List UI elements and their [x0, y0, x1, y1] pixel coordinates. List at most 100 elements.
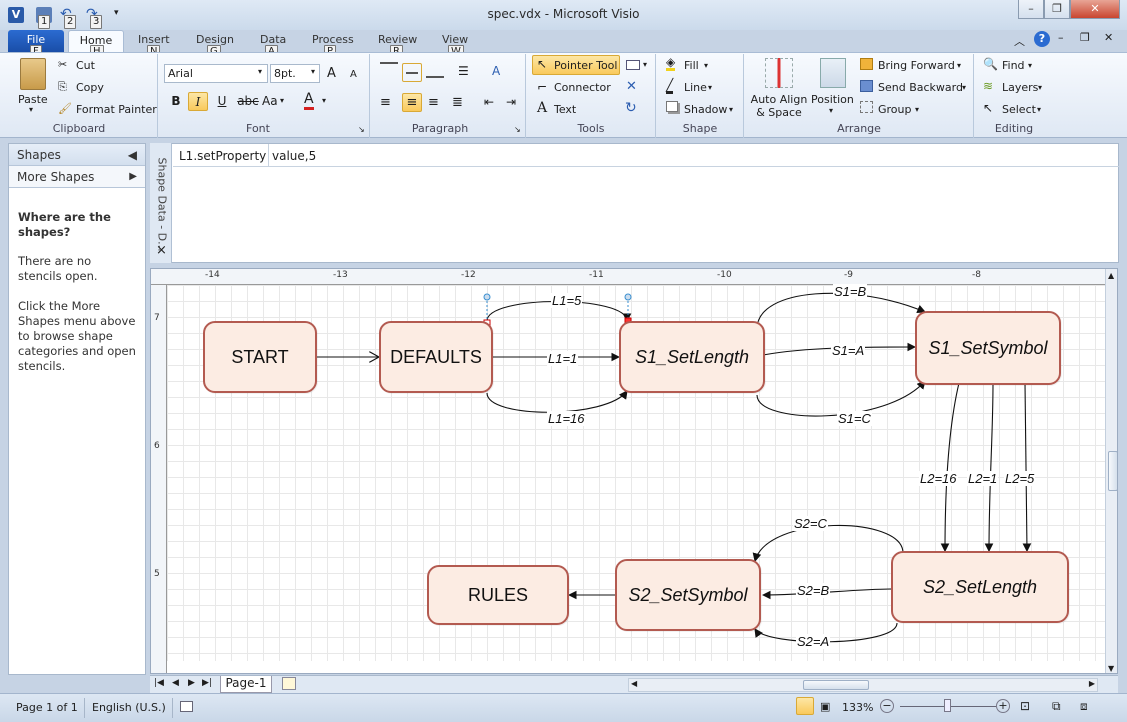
zoom-level[interactable]: 133% [842, 701, 874, 714]
format-painter-button[interactable]: Format Painter [76, 103, 157, 116]
pointer-tool-button[interactable] [532, 55, 620, 75]
doc-restore-icon[interactable]: ❐ [1080, 31, 1090, 44]
font-family-dropdown-icon[interactable]: ▾ [258, 67, 263, 76]
paste-icon[interactable] [20, 58, 46, 90]
fill-dropdown-icon[interactable]: ▾ [704, 61, 709, 70]
edge-label[interactable]: L2=1 [967, 471, 999, 486]
scroll-right-icon[interactable]: ▶ [1088, 679, 1095, 688]
node-defaults[interactable]: DEFAULTS [379, 321, 493, 393]
minimize-button[interactable]: – [1018, 0, 1044, 19]
pan-zoom-icon[interactable]: ⧉ [1052, 699, 1061, 713]
align-top-icon[interactable] [380, 62, 398, 80]
bold-button[interactable]: B [171, 94, 181, 108]
font-family-select[interactable]: Arial [164, 64, 268, 83]
format-painter-icon[interactable]: 🖌 [58, 102, 72, 115]
tab-review[interactable]: Review [378, 33, 418, 46]
bullets-icon[interactable]: ☰ [458, 64, 469, 78]
group-button[interactable]: Group [878, 103, 912, 116]
shape-data-close-icon[interactable]: × [156, 243, 167, 258]
font-dialog-launcher-icon[interactable]: ↘ [358, 125, 365, 134]
more-shapes-menu[interactable]: More Shapes ▶ [9, 166, 145, 188]
line-button[interactable]: Line [684, 81, 707, 94]
align-bottom-icon[interactable] [426, 62, 444, 78]
last-page-icon[interactable]: ▶| [202, 678, 212, 688]
font-size-dropdown-icon[interactable]: ▾ [311, 67, 316, 76]
scroll-up-icon[interactable]: ▲ [1108, 271, 1115, 280]
horizontal-scroll-thumb[interactable] [803, 680, 869, 690]
zoom-in-icon[interactable]: + [996, 699, 1010, 713]
edge-label[interactable]: S1=A [831, 343, 866, 358]
position-dropdown-icon[interactable]: ▾ [829, 106, 834, 115]
scroll-left-icon[interactable]: ◀ [631, 679, 638, 688]
customize-qat-icon[interactable]: ▾ [114, 8, 119, 18]
font-size-select[interactable]: 8pt. [270, 64, 320, 83]
connection-point-icon[interactable]: ✕ [626, 79, 637, 94]
edge-label[interactable]: L2=5 [1004, 471, 1036, 486]
shape-data-name-cell[interactable]: L1.setProperty [173, 144, 269, 167]
edge-label[interactable]: L1=16 [547, 411, 586, 426]
tab-home[interactable]: Home [68, 30, 124, 53]
text-tool-button[interactable]: Text [554, 103, 577, 116]
paste-button[interactable]: Paste [18, 93, 48, 106]
shape-data-tab[interactable]: Shape Data - D... × [150, 143, 172, 263]
send-backward-button[interactable]: Send Backward [878, 81, 963, 94]
normal-view-icon[interactable] [796, 697, 814, 715]
decrease-indent-icon[interactable]: ⇤ [484, 95, 495, 109]
select-dropdown-icon[interactable]: ▾ [1037, 105, 1042, 114]
justify-icon[interactable]: ≣ [452, 95, 463, 110]
auto-align-button[interactable]: Auto Align & Space [750, 93, 808, 119]
node-s2-setsymbol[interactable]: S2_SetSymbol [615, 559, 761, 631]
doc-close-icon[interactable]: ✕ [1104, 31, 1114, 44]
rectangle-tool-icon[interactable] [626, 60, 640, 70]
ribbon-minimize-icon[interactable]: ︿ [1014, 35, 1025, 48]
align-center-icon[interactable]: ≡ [402, 93, 422, 112]
font-color-dropdown-icon[interactable]: ▾ [322, 96, 327, 105]
edge-label[interactable]: L2=16 [919, 471, 958, 486]
shrink-font-button[interactable]: A [350, 69, 357, 80]
node-s2-setlength[interactable]: S2_SetLength [891, 551, 1069, 623]
zoom-slider-thumb[interactable] [944, 699, 951, 712]
paragraph-dialog-launcher-icon[interactable]: ↘ [514, 125, 521, 134]
shadow-dropdown-icon[interactable]: ▾ [729, 105, 734, 114]
redo-icon[interactable]: ↷ [86, 6, 98, 22]
bring-forward-dropdown-icon[interactable]: ▾ [957, 61, 962, 70]
collapse-pane-icon[interactable]: ◀ [127, 148, 137, 162]
edge-label[interactable]: L1=5 [551, 293, 583, 308]
edge-label[interactable]: L1=1 [547, 351, 579, 366]
tab-process[interactable]: Process [312, 33, 354, 46]
restore-button[interactable]: ❐ [1044, 0, 1070, 19]
send-backward-dropdown-icon[interactable]: ▾ [962, 83, 967, 92]
vertical-scroll-thumb[interactable] [1108, 451, 1117, 491]
increase-indent-icon[interactable]: ⇥ [506, 95, 517, 109]
change-case-dropdown-icon[interactable]: ▾ [280, 96, 285, 105]
tab-file[interactable]: File [8, 30, 64, 52]
strikethrough-button[interactable]: abc [237, 94, 259, 108]
paste-dropdown-icon[interactable]: ▾ [29, 105, 34, 114]
tab-design[interactable]: Design [196, 33, 234, 46]
tab-insert[interactable]: Insert [138, 33, 170, 46]
cut-button[interactable]: Cut [76, 59, 95, 72]
tab-data[interactable]: Data [260, 33, 287, 46]
rotate-tool-icon[interactable]: ↻ [625, 100, 637, 116]
find-dropdown-icon[interactable]: ▾ [1028, 61, 1033, 70]
scroll-down-icon[interactable]: ▼ [1108, 664, 1115, 673]
visio-logo-icon[interactable]: V [8, 7, 24, 23]
page-count-status[interactable]: Page 1 of 1 [16, 701, 78, 714]
group-dropdown-icon[interactable]: ▾ [915, 105, 920, 114]
change-case-button[interactable]: Aa [262, 94, 278, 108]
position-button[interactable]: Position [811, 93, 854, 106]
edge-label[interactable]: S1=C [837, 411, 872, 426]
align-right-icon[interactable]: ≡ [428, 95, 439, 110]
node-rules[interactable]: RULES [427, 565, 569, 625]
help-icon[interactable]: ? [1034, 31, 1050, 47]
connector-tool-button[interactable]: Connector [554, 81, 611, 94]
undo-icon[interactable]: ↶ [60, 6, 72, 22]
horizontal-scrollbar[interactable]: ◀ ▶ [628, 678, 1098, 692]
node-s1-setlength[interactable]: S1_SetLength [619, 321, 765, 393]
switch-windows-icon[interactable]: ⧈ [1080, 699, 1088, 713]
italic-button[interactable]: I [188, 92, 208, 111]
bring-forward-button[interactable]: Bring Forward [878, 59, 955, 72]
copy-icon[interactable]: ⎘ [58, 80, 67, 93]
align-middle-icon[interactable] [402, 63, 422, 82]
language-status[interactable]: English (U.S.) [92, 701, 166, 714]
